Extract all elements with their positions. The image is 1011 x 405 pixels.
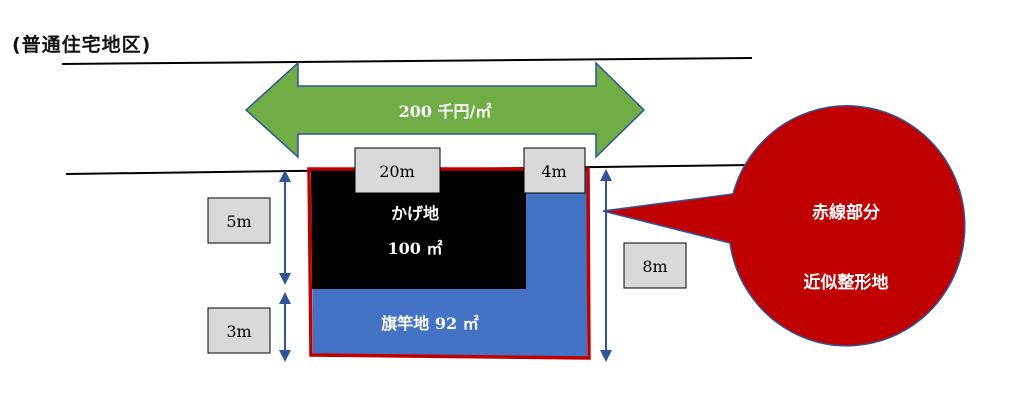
right-depth-box	[623, 242, 687, 289]
approx-rectangle-outline	[307, 167, 591, 360]
notch-width-label: 4m	[541, 162, 566, 181]
depth-top-label: 5m	[226, 212, 251, 231]
depth-top-box	[207, 197, 271, 244]
callout-line2: 近似整形地	[804, 272, 889, 293]
road-price-label: 200 千円/㎡	[399, 102, 492, 121]
road-top-line	[61, 57, 753, 65]
callout-line1: 赤線部分	[812, 202, 880, 223]
depth-bottom-label: 3m	[226, 322, 251, 341]
flag-lot-label: 旗竿地 92 ㎡	[381, 314, 478, 333]
shaded-land-area	[311, 170, 526, 289]
notch-width-box	[523, 147, 586, 194]
right-depth-label: 8m	[642, 257, 667, 276]
callout-bubble	[602, 105, 966, 347]
depth-bottom-box	[207, 307, 271, 354]
frontage-width-box	[354, 147, 441, 194]
road-price-arrow	[244, 61, 646, 159]
shaded-land-area-label: 100 ㎡	[388, 239, 443, 258]
zone-label: (普通住宅地区)	[12, 34, 152, 56]
frontage-width-label: 20m	[379, 162, 415, 181]
shaded-land-name: かげ地	[391, 204, 439, 223]
